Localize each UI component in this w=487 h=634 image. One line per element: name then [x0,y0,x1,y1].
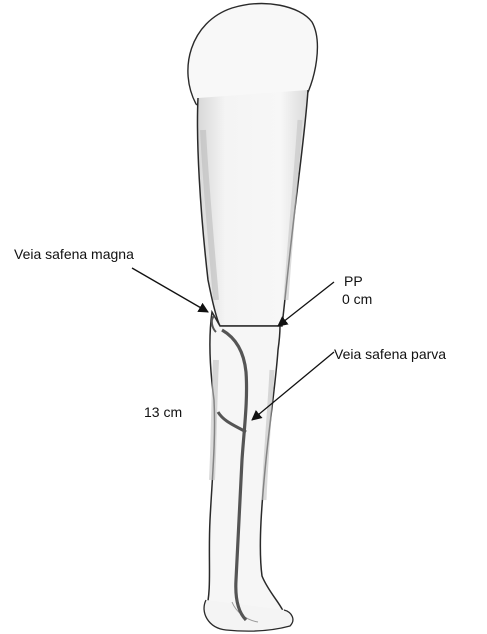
label-small-saphenous: Veia safena parva [334,346,446,363]
label-pp-distance: 0 cm [342,291,372,308]
label-distance: 13 cm [144,404,182,421]
label-pp: PP [344,273,363,290]
label-great-saphenous: Veia safena magna [14,246,134,263]
lower-leg [206,312,285,624]
arrow-great-saphenous [132,268,208,312]
